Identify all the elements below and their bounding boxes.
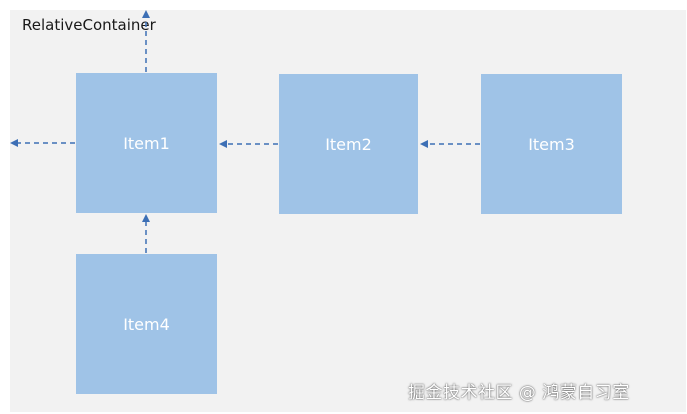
item-2-box: Item2	[279, 74, 418, 214]
item-2-label: Item2	[325, 134, 372, 154]
item-1-label: Item1	[123, 133, 170, 153]
container-label: RelativeContainer	[22, 16, 156, 34]
watermark-text: 掘金技术社区 @ 鸿蒙自习室	[408, 383, 630, 403]
item-4-box: Item4	[76, 254, 217, 394]
item-1-box: Item1	[76, 73, 217, 213]
item-3-box: Item3	[481, 74, 622, 214]
item-4-label: Item4	[123, 314, 170, 334]
item-3-label: Item3	[528, 134, 575, 154]
